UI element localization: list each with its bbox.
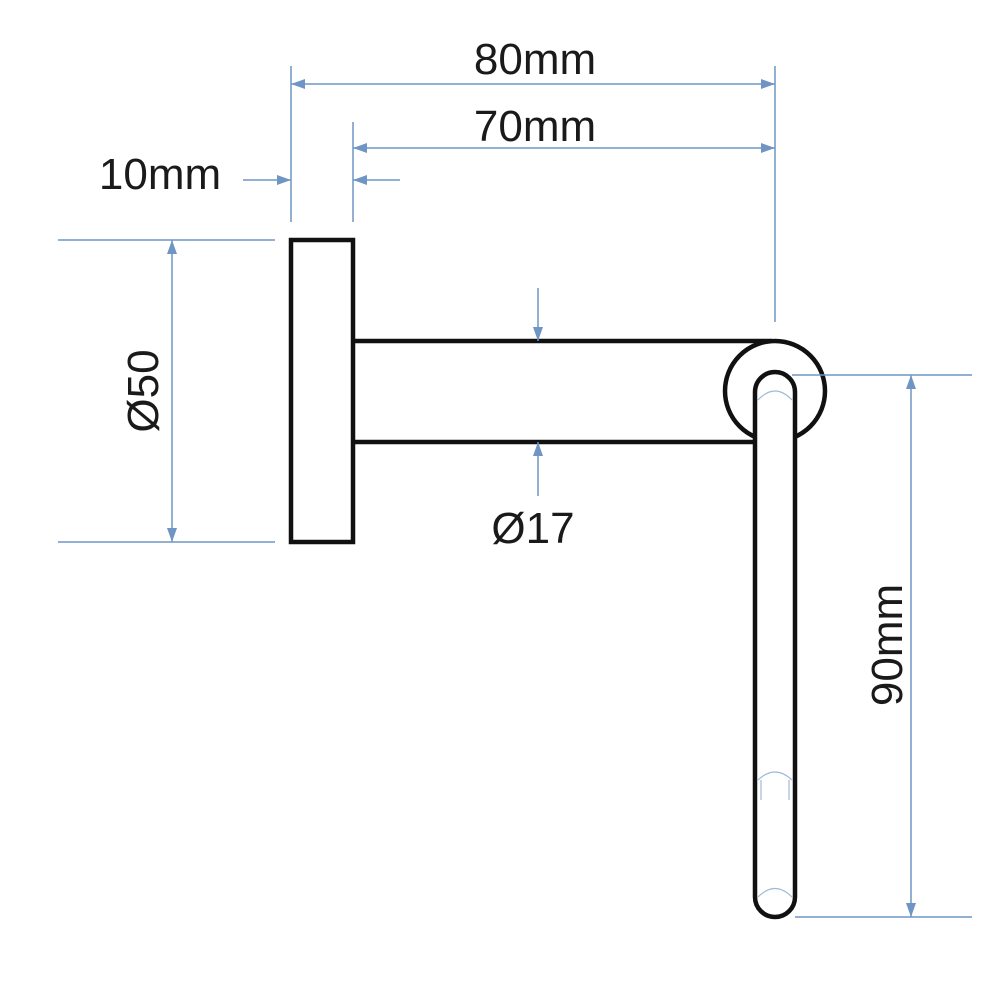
arrowhead-top: [167, 240, 177, 254]
towel-hook-outline: [288, 237, 828, 920]
arrowhead-right: [761, 79, 775, 89]
hanging-bar: [752, 369, 798, 920]
bar-top-curve: [757, 390, 793, 401]
arrowhead-down: [533, 327, 543, 341]
label-hook-length: 90mm: [863, 584, 912, 706]
arrowhead-left: [291, 79, 305, 89]
dimension-arm-length: 70mm: [353, 102, 775, 153]
label-arm-length: 70mm: [474, 102, 596, 151]
arrowhead-top: [906, 375, 916, 389]
arrowhead-bottom: [167, 528, 177, 542]
label-overall-length: 80mm: [474, 35, 596, 84]
arrowhead-in-right: [353, 175, 367, 185]
arrowhead-bottom: [906, 903, 916, 917]
dimension-base-thickness: 10mm: [99, 150, 400, 199]
label-base-thickness: 10mm: [99, 150, 221, 199]
base-plate: [288, 237, 356, 545]
extension-lines: [58, 66, 972, 918]
arrowhead-right: [761, 143, 775, 153]
arrowhead-up: [533, 442, 543, 456]
dimension-base-diameter: Ø50: [119, 240, 177, 542]
label-base-diameter: Ø50: [119, 349, 168, 432]
bar-bottom-curve: [757, 887, 793, 898]
dimension-arm-diameter: Ø17: [491, 288, 575, 553]
arrowhead-left: [353, 143, 367, 153]
dimension-hook-length: 90mm: [863, 375, 916, 917]
dimension-overall-length: 80mm: [291, 35, 775, 89]
bar-joint-curve: [757, 771, 793, 781]
label-arm-diameter: Ø17: [491, 504, 574, 553]
arrowhead-in-left: [277, 175, 291, 185]
